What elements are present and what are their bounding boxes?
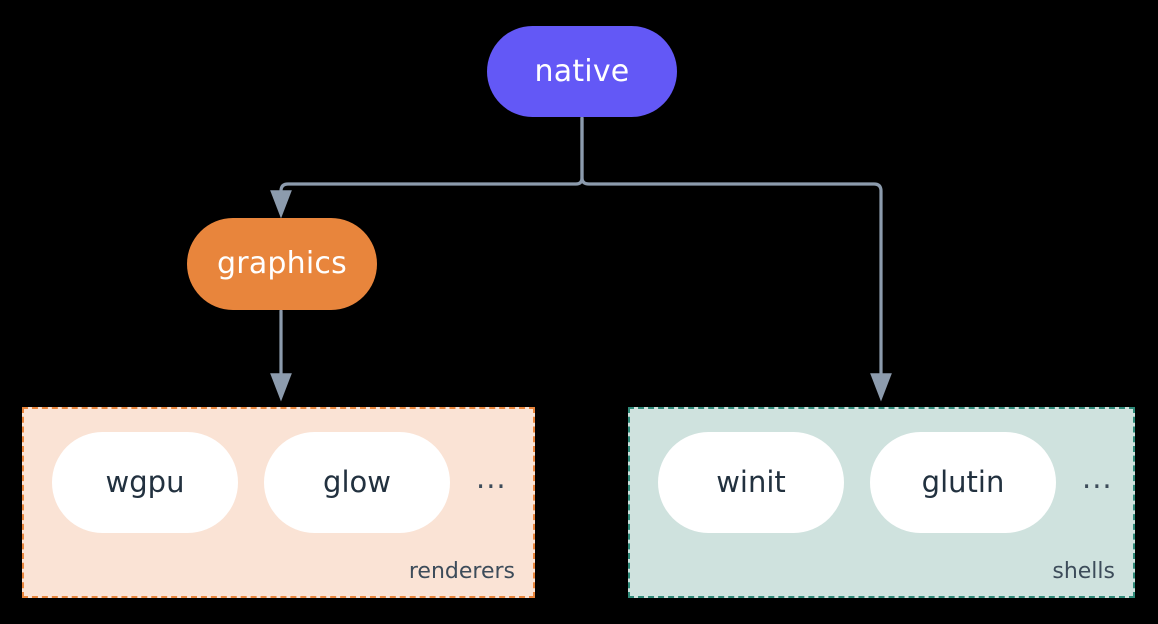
edge-native-to-shells: [580, 116, 892, 402]
renderers-overflow-ellipsis: ...: [476, 461, 507, 495]
chip-wgpu-label: wgpu: [105, 465, 185, 499]
edge-native-to-graphics: [270, 116, 584, 219]
chip-wgpu[interactable]: wgpu: [52, 432, 238, 533]
node-graphics-label: graphics: [217, 246, 347, 281]
node-graphics[interactable]: graphics: [187, 218, 377, 310]
chip-glow-label: glow: [323, 465, 391, 499]
group-shells-items: winit glutin ...: [630, 432, 1133, 533]
shells-overflow-ellipsis: ...: [1082, 461, 1113, 495]
chip-winit-label: winit: [716, 465, 786, 499]
chip-glutin[interactable]: glutin: [870, 432, 1056, 533]
group-renderers: wgpu glow ... renderers: [22, 407, 535, 598]
group-renderers-label: renderers: [408, 559, 515, 584]
chip-glutin-label: glutin: [921, 465, 1005, 499]
chip-glow[interactable]: glow: [264, 432, 450, 533]
node-native-label: native: [534, 53, 630, 89]
group-renderers-items: wgpu glow ...: [24, 432, 533, 533]
node-native[interactable]: native: [487, 26, 677, 117]
group-shells-label: shells: [1052, 559, 1115, 584]
group-shells: winit glutin ... shells: [628, 407, 1135, 598]
chip-winit[interactable]: winit: [658, 432, 844, 533]
